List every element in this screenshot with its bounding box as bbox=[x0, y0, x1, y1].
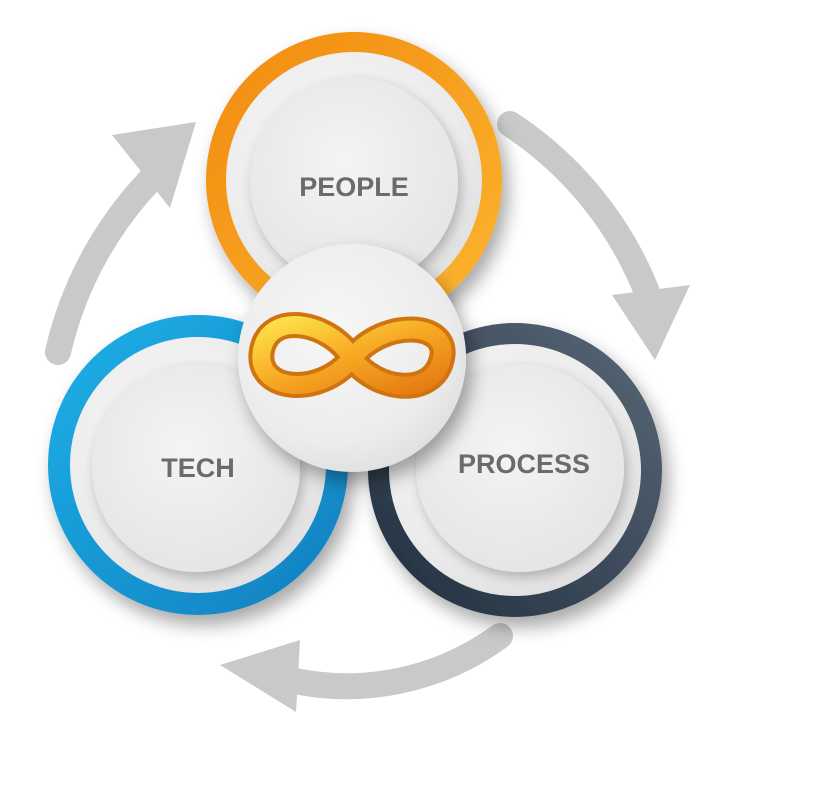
arrow-tech-to-people bbox=[45, 157, 173, 365]
infinity-icon bbox=[248, 312, 456, 399]
people-label: PEOPLE bbox=[299, 172, 409, 202]
process-label: PROCESS bbox=[458, 449, 590, 479]
arrow-head-right-icon bbox=[612, 285, 690, 360]
arrow-head-bottom-icon bbox=[220, 640, 300, 712]
arrow-head-top-left-icon bbox=[112, 122, 196, 208]
tech-label: TECH bbox=[161, 453, 235, 483]
cycle-arrows bbox=[45, 111, 690, 712]
arrow-process-to-tech bbox=[277, 623, 513, 700]
people-node: PEOPLE bbox=[206, 32, 502, 328]
center-node bbox=[238, 244, 466, 472]
arrow-people-to-process bbox=[497, 111, 663, 313]
